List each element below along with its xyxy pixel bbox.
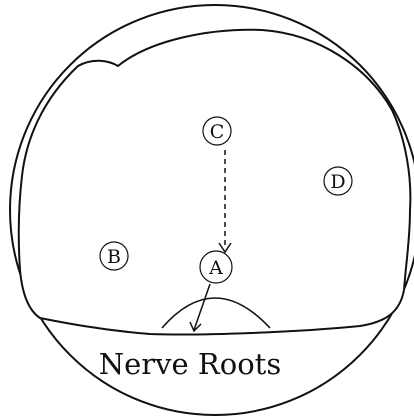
label-c: C [203,117,231,145]
label-c-text: C [210,121,225,143]
label-b: B [100,242,128,270]
label-d-text: D [330,171,345,193]
label-b-text: B [107,246,121,268]
label-a: A [200,251,232,283]
label-a-text: A [208,257,223,279]
label-d: D [324,167,352,195]
nerve-roots-caption: Nerve Roots [99,347,281,381]
